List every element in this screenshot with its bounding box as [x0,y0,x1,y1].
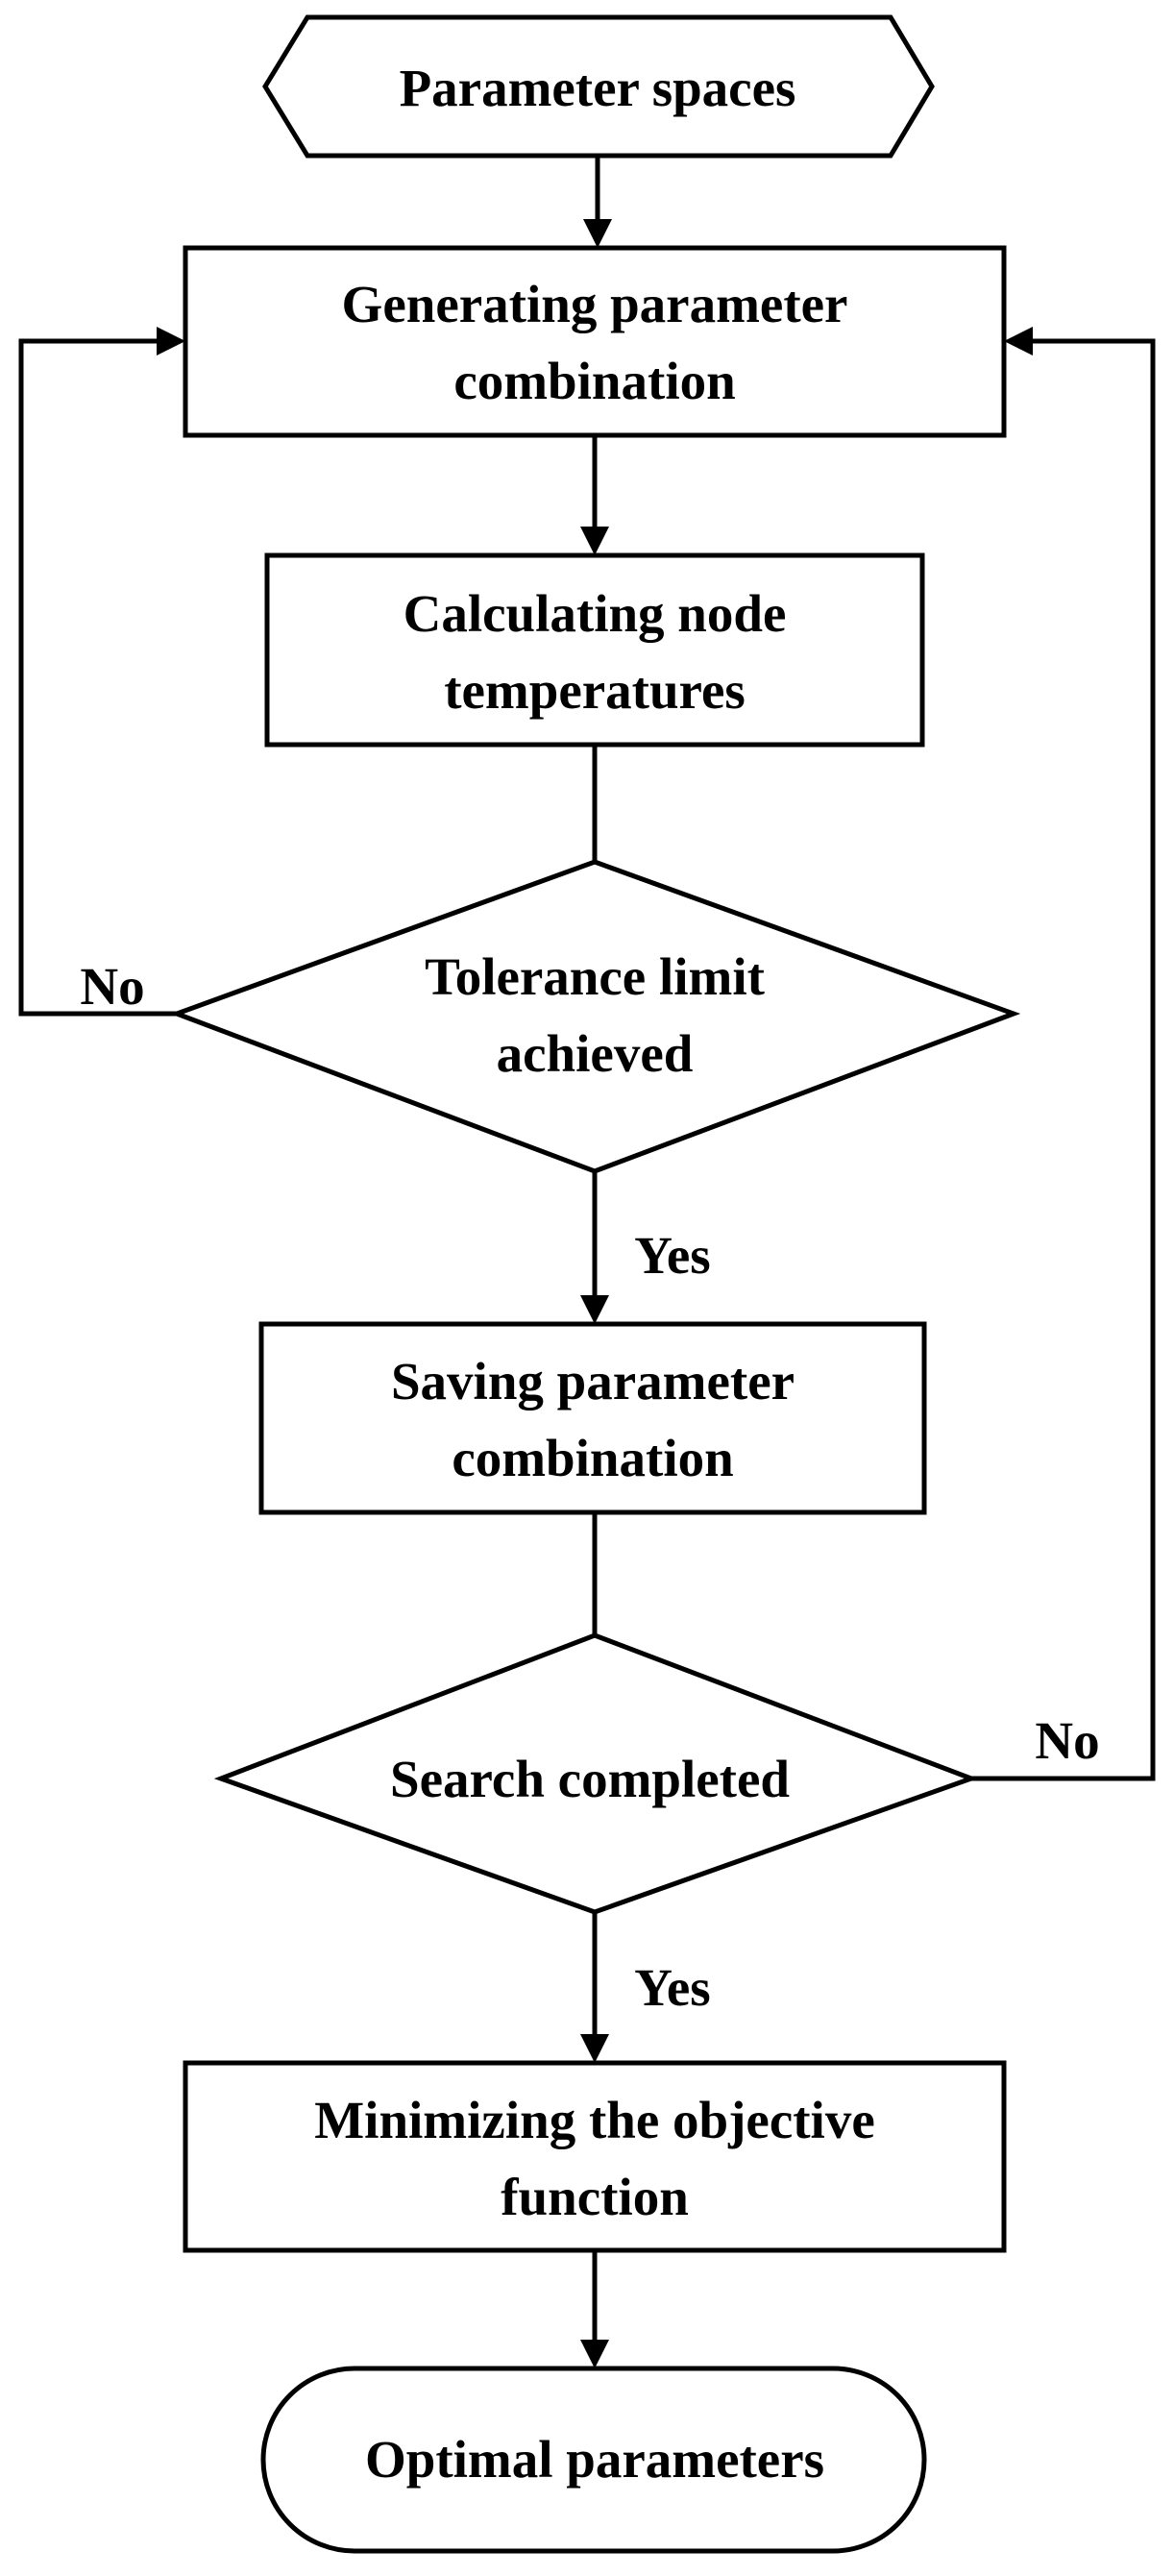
minimize-objective-label-line1: Minimizing the objective [314,2091,875,2149]
arrow-tolerance-yes-to-save [580,1171,609,1324]
minimize-objective-label-line2: function [501,2168,689,2226]
minimize-objective-process: Minimizing the objective function [183,2060,1007,2253]
calculate-temperatures-process: Calculating node temperatures [264,552,925,748]
search-yes-label: Yes [634,1958,710,2017]
arrow-search-yes-to-minimize [580,1912,609,2063]
save-combination-label-line1: Saving parameter [391,1352,795,1411]
generate-combination-label-line2: combination [453,352,735,410]
tolerance-no-label: No [80,957,144,1016]
end-node: Optimal parameters [260,2366,927,2554]
arrow-search-no-loop [971,327,1156,1781]
search-decision-label: Search completed [390,1750,790,1808]
start-node: Parameter spaces [262,14,935,159]
tolerance-decision: Tolerance limit achieved [169,859,1021,1174]
tolerance-yes-label: Yes [634,1226,710,1285]
calculate-temperatures-label-line2: temperatures [444,661,746,720]
search-decision: Search completed [213,1632,979,1915]
generate-combination-label-line1: Generating parameter [342,275,848,333]
save-combination-process: Saving parameter combination [258,1321,927,1515]
arrow-tolerance-no-loop [18,327,185,1017]
end-node-label: Optimal parameters [365,2430,824,2489]
tolerance-decision-label-line1: Tolerance limit [425,947,766,1006]
arrow-start-to-generate [583,156,612,248]
arrow-generate-to-calculate [580,435,609,555]
arrow-minimize-to-end [580,2250,609,2368]
calculate-temperatures-label-line1: Calculating node [404,584,787,643]
tolerance-decision-label-line2: achieved [497,1024,694,1083]
generate-combination-process: Generating parameter combination [183,245,1007,438]
search-no-label: No [1035,1711,1099,1770]
start-node-label: Parameter spaces [400,59,796,117]
save-combination-label-line2: combination [452,1429,733,1487]
